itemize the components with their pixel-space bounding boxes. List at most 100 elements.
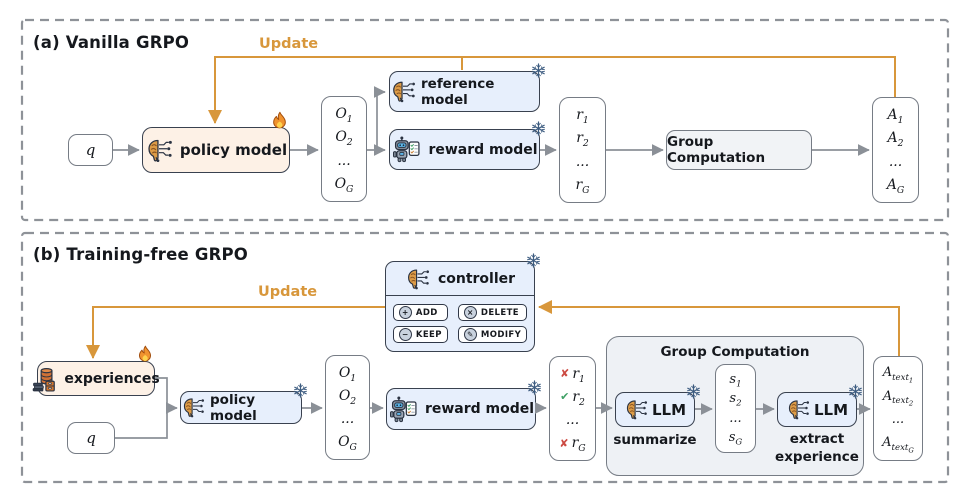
group-computation-box-a: Group Computation (666, 130, 812, 170)
output-item: O1 (335, 105, 353, 125)
reward-item: r2 (576, 130, 589, 150)
summarize-caption: summarize (613, 432, 697, 448)
query-box-a: q (68, 134, 113, 166)
advantages-box-b: Atext1 Atext2 ... AtextG (873, 356, 923, 461)
score-item: s1 (729, 372, 742, 390)
reward-item: ✔ r2 (560, 388, 585, 408)
summarize-llm-box: LLM (615, 392, 695, 427)
snowflake-icon (686, 384, 701, 399)
advantage-item: A1 (887, 106, 904, 126)
panel-a-title: (a) Vanilla GRPO (33, 33, 190, 52)
scores-box: s1 s2 ... sG (715, 364, 756, 453)
robot-checklist-icon (391, 136, 421, 163)
panel-b-title: (b) Training-free GRPO (33, 245, 249, 264)
reward-model-label: reward model (428, 141, 538, 158)
reward-model-box-a: reward model (389, 129, 540, 170)
output-item: O2 (335, 129, 353, 149)
llm-label: LLM (813, 400, 849, 419)
advantage-item: AtextG (882, 435, 914, 455)
output-item: OG (334, 176, 354, 196)
output-item: ... (337, 152, 351, 169)
advantages-box-a: A1 A2 ... AG (872, 97, 919, 203)
brain-circuit-icon (624, 399, 648, 420)
experiences-box: experiences (37, 361, 160, 396)
output-item: O1 (338, 364, 357, 384)
fire-icon (271, 111, 288, 131)
llm-label: LLM (651, 400, 687, 419)
reward-item: ✘ r1 (560, 365, 585, 385)
modify-button: ✎MODIFY (457, 326, 528, 343)
query-symbol: q (85, 140, 96, 159)
reward-item: ... (565, 412, 580, 429)
brain-circuit-icon (181, 397, 205, 418)
brain-circuit-icon (145, 138, 173, 163)
extract-llm-box: LLM (777, 392, 857, 427)
score-item: ... (729, 410, 742, 426)
snowflake-icon (527, 380, 542, 395)
arrow-outputs-to-reference-a (373, 86, 386, 150)
snowflake-icon (531, 121, 546, 136)
snowflake-icon (531, 63, 546, 78)
advantage-item: ... (888, 153, 903, 170)
policy-model-label: policy model (179, 141, 288, 159)
add-button: +ADD (392, 304, 448, 321)
policy-model-label: policy model (210, 391, 257, 424)
advantage-item: ... (891, 411, 905, 427)
brain-circuit-icon (405, 268, 430, 290)
delete-button: ×DELETE (457, 304, 528, 321)
advantage-item: A2 (887, 130, 904, 150)
reward-item: rG (575, 177, 590, 197)
extract-caption-line2: experience (775, 449, 859, 465)
snowflake-icon (293, 383, 308, 398)
controller-box: controller +ADD ×DELETE −KEEP ✎MODIFY (385, 261, 535, 352)
cross-icon: × (463, 306, 477, 319)
policy-model-box-b: policy model (180, 391, 302, 424)
reward-model-box-b: reward model (386, 388, 536, 430)
cross-icon: ✘ (560, 367, 570, 381)
outputs-box-a: O1 O2 ... OG (321, 96, 367, 202)
minus-icon: − (398, 328, 412, 341)
reward-model-label: reward model (424, 401, 535, 417)
keep-button: −KEEP (392, 326, 448, 343)
controller-header: controller (386, 262, 534, 296)
fire-icon (137, 345, 153, 364)
output-item: ... (340, 411, 355, 428)
reference-model-box: reference model (389, 71, 540, 112)
experiences-label: experiences (64, 370, 160, 387)
score-item: s2 (729, 391, 742, 409)
reward-item: ✘ rG (559, 435, 586, 455)
check-icon: ✔ (560, 390, 570, 404)
update-arrow-advantages-to-policy (208, 56, 896, 124)
policy-model-box-a: policy model (142, 127, 290, 173)
snowflake-icon (848, 384, 863, 399)
plus-icon: + (398, 306, 412, 319)
advantage-item: Atext2 (882, 388, 914, 409)
group-computation-label: Group Computation (667, 134, 766, 166)
reference-model-label: reference model (421, 75, 495, 108)
advantage-item: AG (886, 177, 905, 197)
snowflake-icon (526, 253, 541, 268)
output-item: O2 (338, 387, 357, 407)
controller-label: controller (437, 270, 516, 287)
rewards-box-a: r1 r2 ... rG (559, 97, 606, 203)
output-item: OG (338, 434, 357, 454)
score-item: sG (728, 429, 743, 448)
query-box-b: q (67, 422, 115, 454)
cross-icon: ✘ (559, 436, 569, 450)
pencil-icon: ✎ (463, 328, 477, 341)
reward-item: r1 (576, 106, 589, 126)
brain-circuit-icon (390, 80, 416, 103)
group-computation-title: Group Computation (660, 344, 810, 360)
advantage-item: Atext1 (882, 365, 914, 385)
rewards-box-b: ✘ r1 ✔ r2 ... ✘ rG (549, 356, 596, 461)
outputs-box-b: O1 O2 ... OG (325, 355, 370, 460)
brain-circuit-icon (786, 399, 810, 420)
query-symbol: q (86, 428, 96, 447)
database-books-icon (32, 366, 59, 392)
reward-item: ... (575, 153, 590, 170)
controller-operations: +ADD ×DELETE −KEEP ✎MODIFY (386, 296, 534, 351)
extract-caption-line1: extract (789, 431, 845, 447)
panel-b-update-label: Update (258, 284, 318, 300)
robot-checklist-icon (388, 396, 418, 423)
